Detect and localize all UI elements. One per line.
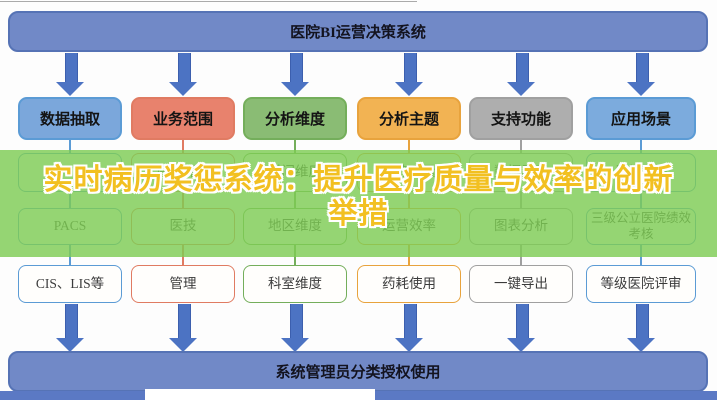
bottom-admin-bar: 系统管理员分类授权使用 bbox=[8, 351, 708, 392]
down-arrow-icon bbox=[169, 53, 197, 96]
arrow-shaft bbox=[403, 53, 417, 82]
arrow-head bbox=[507, 338, 535, 352]
arrow-shaft bbox=[177, 53, 191, 82]
top-edge-line bbox=[0, 1, 417, 2]
connector-line bbox=[640, 140, 642, 153]
arrow-shaft bbox=[635, 304, 649, 338]
down-arrow-icon bbox=[507, 304, 535, 352]
arrow-shaft bbox=[635, 53, 649, 82]
item-box: 药耗使用 bbox=[357, 265, 461, 303]
top-system-bar-label: 医院BI运营决策系统 bbox=[290, 25, 426, 41]
headline-line2: 举措 bbox=[328, 196, 389, 230]
connector-line bbox=[408, 140, 410, 153]
column-header: 应用场景 bbox=[586, 97, 696, 140]
arrow-shaft bbox=[515, 53, 529, 82]
arrow-shaft bbox=[403, 304, 417, 338]
headline-line1: 实时病历奖惩系统：提升医疗质量与效率的创新 bbox=[43, 162, 674, 196]
bottom-admin-bar-label: 系统管理员分类授权使用 bbox=[275, 365, 441, 381]
arrow-head bbox=[281, 82, 309, 96]
connector-line bbox=[69, 140, 71, 153]
connector-line bbox=[294, 140, 296, 153]
arrow-head bbox=[56, 82, 84, 96]
arrow-shaft bbox=[289, 304, 303, 338]
column-header: 业务范围 bbox=[131, 97, 235, 140]
top-system-bar: 医院BI运营决策系统 bbox=[8, 11, 708, 52]
item-box: 科室维度 bbox=[243, 265, 347, 303]
column-header: 分析主题 bbox=[357, 97, 461, 140]
column-header: 数据抽取 bbox=[18, 97, 122, 140]
arrow-head bbox=[395, 338, 423, 352]
arrow-head bbox=[627, 338, 655, 352]
column-header: 支持功能 bbox=[469, 97, 573, 140]
arrow-head bbox=[627, 82, 655, 96]
item-box: CIS、LIS等 bbox=[18, 265, 122, 303]
arrow-shaft bbox=[64, 304, 78, 338]
arrow-shaft bbox=[515, 304, 529, 338]
headline-band bbox=[0, 150, 717, 257]
arrow-head bbox=[507, 82, 535, 96]
item-box: 管理 bbox=[131, 265, 235, 303]
down-arrow-icon bbox=[56, 53, 84, 96]
down-arrow-icon bbox=[507, 53, 535, 96]
arrow-head bbox=[169, 338, 197, 352]
down-arrow-icon bbox=[395, 304, 423, 352]
arrow-shaft bbox=[177, 304, 191, 338]
down-arrow-icon bbox=[281, 304, 309, 352]
connector-line bbox=[520, 140, 522, 153]
down-arrow-icon bbox=[281, 53, 309, 96]
item-box: 一键导出 bbox=[469, 265, 573, 303]
arrow-head bbox=[281, 338, 309, 352]
arrow-shaft bbox=[64, 53, 78, 82]
arrow-shaft bbox=[289, 53, 303, 82]
connector-line bbox=[182, 140, 184, 153]
down-arrow-icon bbox=[395, 53, 423, 96]
footer-strip-gap bbox=[145, 389, 375, 400]
down-arrow-icon bbox=[56, 304, 84, 352]
down-arrow-icon bbox=[627, 304, 655, 352]
down-arrow-icon bbox=[169, 304, 197, 352]
item-box: 等级医院评审 bbox=[586, 265, 696, 303]
arrow-head bbox=[56, 338, 84, 352]
column-header: 分析维度 bbox=[243, 97, 347, 140]
column-support-function: 支持功能 数据展示 图表分析 一键导出 bbox=[469, 0, 573, 400]
down-arrow-icon bbox=[627, 53, 655, 96]
headline-overlay: 实时病历奖惩系统：提升医疗质量与效率的创新 举措 bbox=[0, 162, 717, 230]
arrow-head bbox=[169, 82, 197, 96]
arrow-head bbox=[395, 82, 423, 96]
